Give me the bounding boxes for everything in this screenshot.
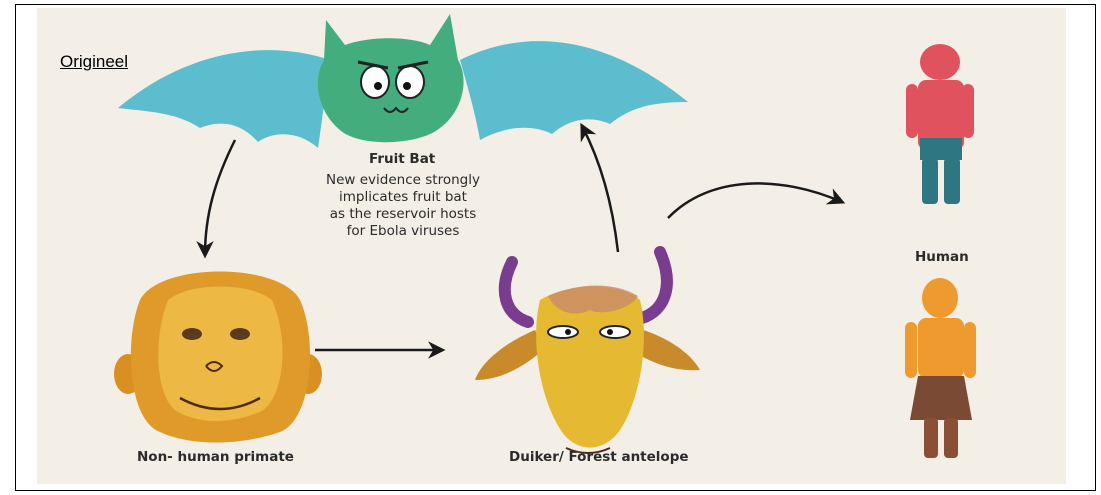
fruit-bat-description: New evidence strongly implicates fruit b… [298,172,508,240]
description-line: as the reservoir hosts [298,206,508,223]
bat-head [318,14,464,142]
human-figure-1 [906,44,974,204]
duiker-head [536,287,644,448]
human-label: Human [915,249,969,265]
duiker-right-horn [642,252,667,318]
description-line: New evidence strongly [298,172,508,189]
duiker-illustration [475,252,700,453]
fruit-bat-label: Fruit Bat [369,151,435,167]
duiker-left-horn [505,262,528,322]
fruit-bat-illustration [118,14,688,148]
duiker-left-ear [475,330,545,380]
bat-left-wing [118,50,330,148]
arrow-bat-to-primate [205,140,235,255]
arrow-duiker-to-bat [582,126,618,252]
description-line: for Ebola viruses [298,223,508,240]
primate-label: Non- human primate [137,449,294,465]
duiker-label: Duiker/ Forest antelope [509,449,689,465]
bat-left-eye [361,66,389,98]
arrow-duiker-to-human [668,183,842,218]
description-line: implicates fruit bat [298,189,508,206]
primate-illustration [114,272,322,443]
bat-right-wing [460,41,688,140]
origineel-badge: Origineel [60,52,128,72]
human-figure-2 [905,278,976,458]
bat-right-eye [396,66,424,98]
